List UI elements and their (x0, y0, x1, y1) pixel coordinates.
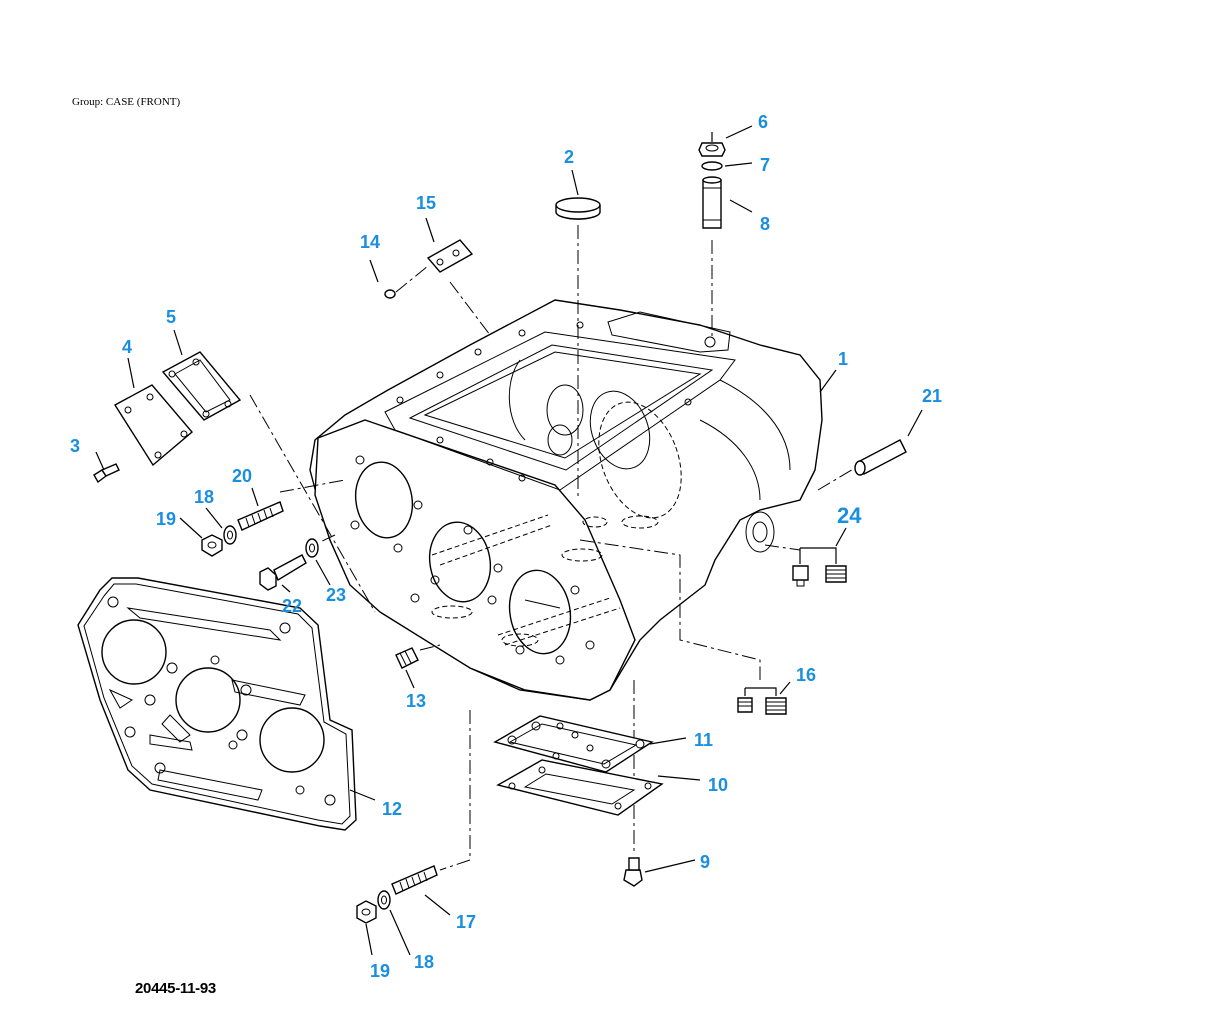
callout-11: 11 (694, 730, 713, 750)
callout-16: 16 (796, 665, 816, 685)
part-2-plug (555, 197, 601, 220)
callout-14: 14 (360, 232, 380, 252)
callout-6: 6 (758, 112, 768, 132)
callout-22: 22 (282, 596, 302, 616)
part-12-front-gasket (77, 577, 357, 831)
part-13-plug (395, 647, 419, 669)
part-6-nut (698, 132, 726, 157)
part-21-pin (854, 439, 907, 476)
callout-7: 7 (760, 155, 770, 175)
case-housing (309, 299, 823, 701)
part-19-nut-upper (201, 534, 223, 557)
callout-9: 9 (700, 852, 710, 872)
group-label: Group: CASE (FRONT) (72, 96, 181, 108)
callout-23: 23 (326, 585, 346, 605)
callout-3: 3 (70, 436, 80, 456)
part-17-stud (391, 865, 438, 895)
callout-17: 17 (456, 912, 476, 932)
callout-19-upper: 19 (156, 509, 176, 529)
part-15-plate (426, 239, 474, 273)
callout-1: 1 (838, 349, 848, 369)
leader-lines (95, 125, 923, 956)
callout-4: 4 (122, 337, 132, 357)
callout-24: 24 (837, 503, 862, 528)
callout-12: 12 (382, 799, 402, 819)
callout-18-upper: 18 (194, 487, 214, 507)
part-3-capscrew (93, 463, 120, 484)
callout-13: 13 (406, 691, 426, 711)
part-7-lockwasher (701, 161, 723, 171)
part-5-gasket (161, 351, 242, 421)
callout-15: 15 (416, 193, 436, 213)
callout-8: 8 (760, 214, 770, 234)
part-22-bolt (259, 554, 307, 591)
part-4-cover (114, 384, 193, 467)
part-8-sleeve (702, 176, 722, 229)
part-20-stud (237, 501, 284, 531)
part-18-washer-upper (223, 525, 237, 545)
callout-10: 10 (708, 775, 728, 795)
callout-21: 21 (922, 386, 942, 406)
figure-id: 20445-11-93 (135, 980, 216, 997)
part-23-washer (305, 538, 319, 558)
part-10-cover (496, 759, 664, 816)
part-16-plugs (737, 687, 787, 715)
part-18-washer-lower (377, 890, 391, 910)
callout-2: 2 (564, 147, 574, 167)
callout-5: 5 (166, 307, 176, 327)
callout-labels: 1 2 3 4 5 6 7 8 9 10 11 12 13 14 15 16 1… (70, 112, 942, 981)
callout-18-lower: 18 (414, 952, 434, 972)
part-11-gasket (493, 715, 654, 773)
part-24-plugs (792, 547, 847, 587)
callout-19-lower: 19 (370, 961, 390, 981)
callout-20: 20 (232, 466, 252, 486)
part-19-nut-lower (356, 900, 377, 924)
part-9-drain-plug (623, 857, 643, 887)
center-lines (249, 225, 856, 871)
part-14-screw (384, 265, 429, 299)
